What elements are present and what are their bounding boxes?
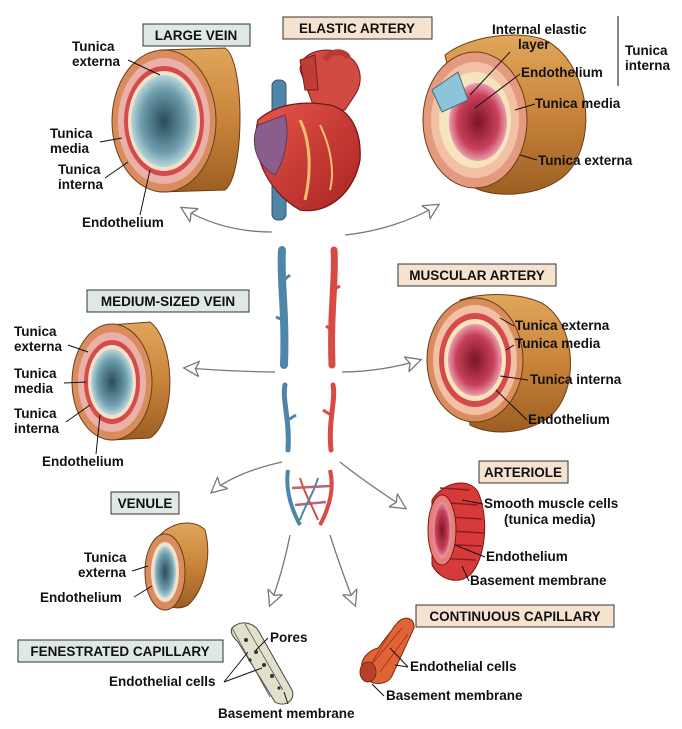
arteriole-endothelium-label: Endothelium: [486, 549, 568, 564]
title-box-fenestrated: FENESTRATED CAPILLARY: [18, 640, 223, 662]
arteriole-illustration: [428, 483, 485, 580]
venule-externa-label-2: externa: [78, 565, 127, 580]
venule-externa-label-1: Tunica: [84, 550, 127, 565]
fenestrated-endothelial-label: Endothelial cells: [109, 674, 216, 689]
medium-vein-interna-label-1: Tunica: [14, 406, 57, 421]
large-vein-externa-label-2: externa: [72, 54, 121, 69]
title-box-elastic-artery: ELASTIC ARTERY: [283, 17, 432, 39]
fenestrated-pores-label: Pores: [270, 630, 308, 645]
medium-vein-externa-label-2: externa: [14, 339, 63, 354]
title-elastic-artery: ELASTIC ARTERY: [299, 21, 415, 36]
venule-labels: Tunica externa Endothelium: [40, 550, 152, 605]
title-box-arteriole: ARTERIOLE: [479, 461, 568, 483]
muscular-artery-externa-label: Tunica externa: [515, 318, 610, 333]
arteriole-smooth-label-2: (tunica media): [504, 512, 596, 527]
title-muscular-artery: MUSCULAR ARTERY: [409, 268, 545, 283]
continuous-capillary-illustration: [360, 618, 414, 683]
title-box-medium-vein: MEDIUM-SIZED VEIN: [87, 290, 249, 312]
continuous-basement-label: Basement membrane: [386, 688, 523, 703]
large-vein-illustration: [112, 48, 240, 192]
large-vein-externa-label-1: Tunica: [72, 39, 115, 54]
title-box-continuous: CONTINUOUS CAPILLARY: [416, 605, 614, 627]
title-box-muscular-artery: MUSCULAR ARTERY: [398, 264, 556, 286]
title-continuous-capillary: CONTINUOUS CAPILLARY: [429, 609, 600, 624]
large-vein-interna-label-1: Tunica: [58, 162, 101, 177]
elastic-artery-iel-label-2: layer: [518, 37, 550, 52]
medium-vein-media-label-2: media: [14, 381, 54, 396]
venule-endothelium-label: Endothelium: [40, 590, 122, 605]
venule-illustration: [145, 523, 208, 610]
medium-vein-interna-label-2: interna: [14, 421, 60, 436]
muscular-artery-endothelium-label: Endothelium: [528, 412, 610, 427]
large-vein-media-label-2: media: [50, 141, 90, 156]
elastic-artery-externa-label: Tunica externa: [538, 153, 633, 168]
title-venule: VENULE: [118, 496, 173, 511]
elastic-artery-illustration: [423, 35, 586, 194]
title-medium-vein: MEDIUM-SIZED VEIN: [101, 294, 235, 309]
title-arteriole: ARTERIOLE: [484, 465, 562, 480]
elastic-artery-iel-label-1: Internal elastic: [492, 22, 587, 37]
medium-vein-externa-label-1: Tunica: [14, 324, 57, 339]
elastic-artery-tunica-interna-label-1: Tunica: [625, 43, 668, 58]
heart-illustration: [254, 50, 360, 220]
large-vein-media-label-1: Tunica: [50, 126, 93, 141]
vein-column-upper: [276, 250, 290, 365]
elastic-artery-endothelium-label: Endothelium: [521, 65, 603, 80]
medium-vein-endothelium-label: Endothelium: [42, 454, 124, 469]
muscular-artery-interna-label: Tunica interna: [530, 372, 622, 387]
artery-column-upper: [326, 250, 340, 365]
fenestrated-basement-label: Basement membrane: [218, 706, 355, 721]
medium-vein-media-label-1: Tunica: [14, 366, 57, 381]
medium-vein-illustration: [72, 322, 170, 440]
large-vein-endothelium-label: Endothelium: [82, 215, 164, 230]
elastic-artery-tunica-interna-label-2: interna: [625, 58, 671, 73]
arteriole-smooth-label-1: Smooth muscle cells: [484, 496, 618, 511]
capillary-network: [287, 470, 331, 525]
arteriole-basement-label: Basement membrane: [470, 573, 607, 588]
title-large-vein: LARGE VEIN: [155, 28, 238, 43]
title-box-large-vein: LARGE VEIN: [143, 24, 250, 46]
artery-column-lower: [323, 385, 334, 450]
muscular-artery-media-label: Tunica media: [515, 336, 601, 351]
title-box-venule: VENULE: [111, 492, 179, 514]
large-vein-interna-label-2: interna: [58, 177, 104, 192]
vein-column-lower: [284, 385, 296, 450]
continuous-endothelial-label: Endothelial cells: [410, 659, 517, 674]
title-fenestrated-capillary: FENESTRATED CAPILLARY: [30, 644, 209, 659]
elastic-artery-media-label: Tunica media: [535, 96, 621, 111]
